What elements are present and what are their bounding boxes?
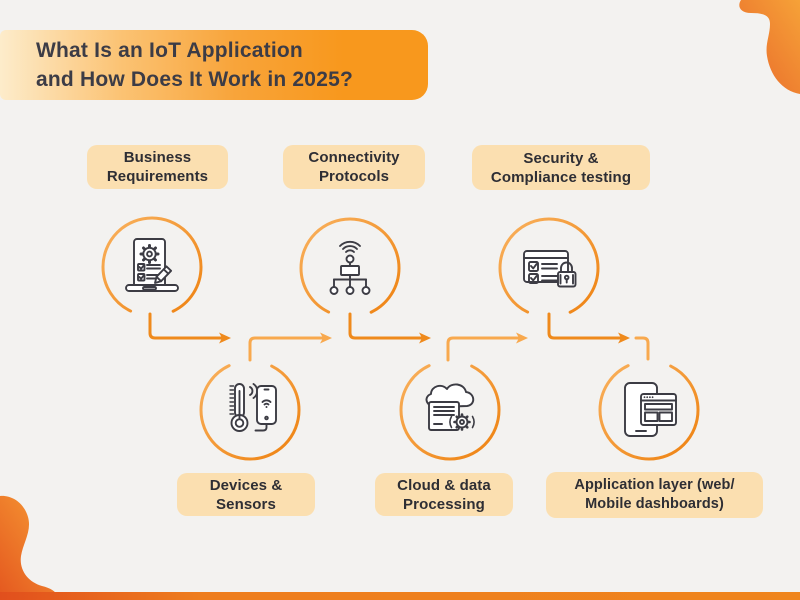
step-label-cloud-data-processing: Cloud & data Processing bbox=[375, 473, 513, 516]
step-circle-application bbox=[598, 359, 700, 461]
step-circle-connectivity bbox=[299, 217, 401, 319]
corner-blob-bottom-left bbox=[0, 495, 58, 600]
flow-arrow-3 bbox=[348, 312, 431, 344]
requirements-icon bbox=[125, 238, 179, 292]
step-circle-devices bbox=[199, 359, 301, 461]
step-label-security-compliance: Security & Compliance testing bbox=[472, 145, 650, 190]
bottom-accent-bar bbox=[0, 592, 800, 600]
title-banner: What Is an IoT Application and How Does … bbox=[0, 30, 428, 100]
step-circle-business bbox=[101, 216, 203, 318]
corner-blob-top-right bbox=[739, 0, 800, 94]
step-circle-security bbox=[498, 217, 600, 319]
flow-arrow-1 bbox=[148, 312, 231, 344]
step-label-application-layer: Application layer (web/ Mobile dashboard… bbox=[546, 472, 763, 518]
thermometer-phone-icon bbox=[229, 383, 277, 432]
flow-arrow-4 bbox=[446, 332, 528, 362]
flow-arrow-5 bbox=[547, 312, 630, 344]
flow-elbow-6 bbox=[634, 336, 650, 361]
page-title: What Is an IoT Application and How Does … bbox=[36, 39, 353, 91]
mobile-dashboard-icon bbox=[624, 382, 677, 437]
cloud-processing-icon bbox=[425, 383, 475, 431]
step-circle-cloud bbox=[399, 359, 501, 461]
step-label-connectivity-protocols: Connectivity Protocols bbox=[283, 145, 425, 189]
step-label-business-requirements: Business Requirements bbox=[87, 145, 228, 189]
step-label-devices-sensors: Devices & Sensors bbox=[177, 473, 315, 516]
network-icon bbox=[329, 240, 371, 295]
flow-arrow-2 bbox=[248, 332, 332, 362]
security-checklist-icon bbox=[523, 250, 577, 288]
